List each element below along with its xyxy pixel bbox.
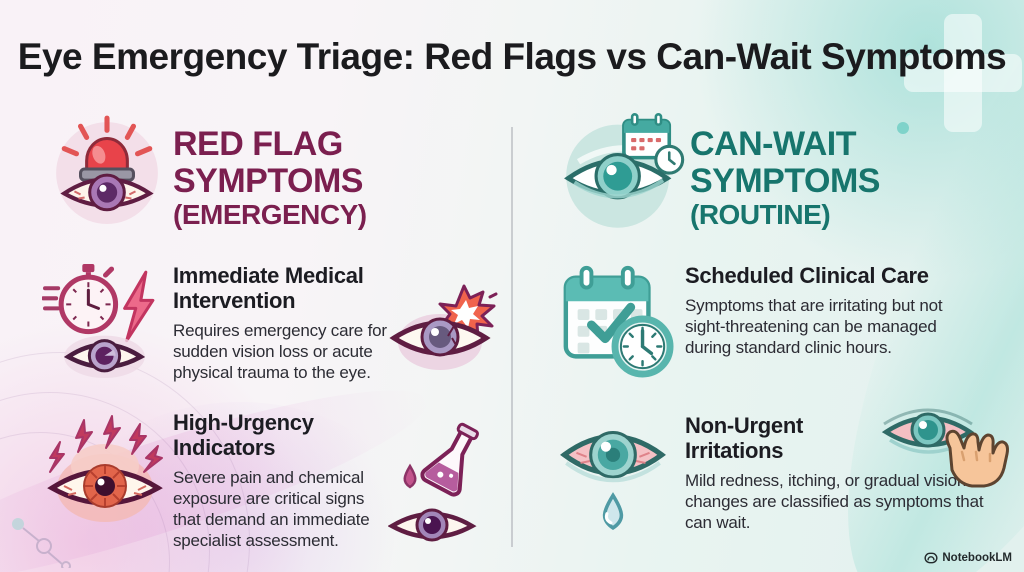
section-body: Mild redness, itching, or gradual vision… — [685, 471, 984, 533]
calendar-check-clock-icon — [556, 260, 674, 378]
notebooklm-logo-icon — [924, 552, 938, 564]
red-flag-line1: RED FLAG — [173, 125, 343, 163]
red-flag-line3: (EMERGENCY) — [173, 199, 367, 231]
chemical-flask-eye-icon — [388, 420, 493, 550]
page-title: Eye Emergency Triage: Red Flags vs Can-W… — [17, 36, 1007, 77]
teary-eye-icon — [556, 400, 670, 534]
section-body: Symptoms that are irritating but not sig… — [685, 296, 943, 358]
siren-eye-icon — [50, 112, 164, 226]
section-heading: Scheduled Clinical Care — [685, 263, 929, 288]
can-wait-line1: CAN-WAIT — [690, 125, 856, 163]
section-immediate-medical: Immediate Medical Intervention Requires … — [173, 263, 393, 383]
column-divider — [511, 127, 513, 547]
teal-dot-decoration — [897, 122, 909, 134]
section-heading: High-Urgency Indicators — [173, 410, 314, 461]
watermark-label: NotebookLM — [942, 552, 1012, 564]
eye-trauma-burst-icon — [388, 284, 498, 376]
red-flag-line2: SYMPTOMS — [173, 162, 363, 201]
section-high-urgency: High-Urgency Indicators Severe pain and … — [173, 410, 393, 551]
hand-rubbing-eye-icon — [880, 396, 1020, 496]
section-body: Severe pain and chemical exposure are cr… — [173, 468, 370, 551]
section-heading: Non-Urgent Irritations — [685, 413, 803, 464]
section-body: Requires emergency care for sudden visio… — [173, 321, 387, 383]
can-wait-line3: (ROUTINE) — [690, 199, 831, 231]
can-wait-line2: SYMPTOMS — [690, 162, 880, 201]
can-wait-header: CAN-WAIT SYMPTOMS (ROUTINE) — [690, 125, 880, 231]
section-heading: Immediate Medical Intervention — [173, 263, 364, 314]
painful-red-eye-icon — [40, 406, 170, 536]
red-flag-header: RED FLAG SYMPTOMS (EMERGENCY) — [173, 125, 367, 231]
section-scheduled-care: Scheduled Clinical Care Symptoms that ar… — [685, 263, 985, 358]
section-non-urgent: Non-Urgent Irritations Mild redness, itc… — [685, 413, 985, 533]
stopwatch-lightning-eye-icon — [42, 260, 168, 381]
watermark: NotebookLM — [924, 551, 1012, 565]
eye-calendar-clock-icon — [560, 110, 694, 230]
